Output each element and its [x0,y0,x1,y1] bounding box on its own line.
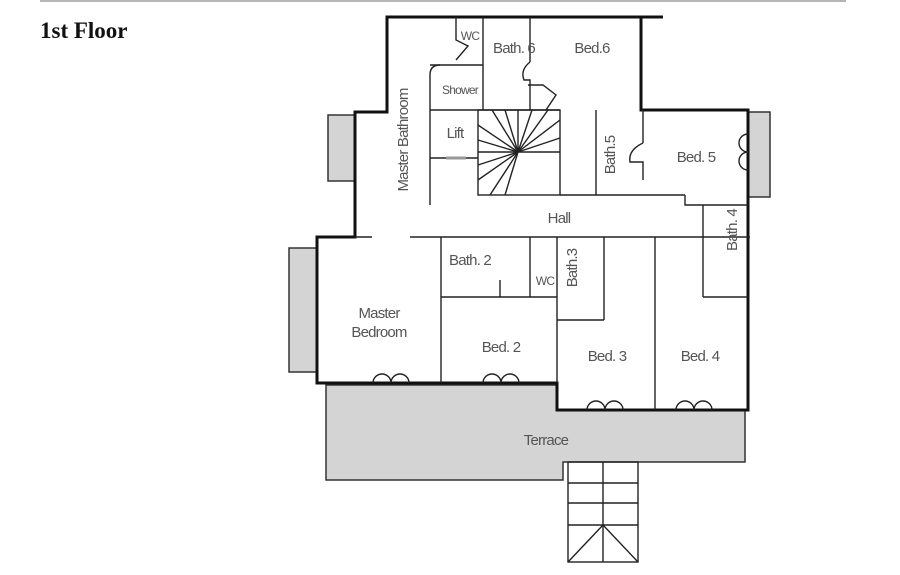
spiral-staircase [477,109,561,196]
room-label-terrace: Terrace [524,432,569,449]
room-label-bed2: Bed. 2 [482,339,521,356]
room-label-bath5: Bath.5 [602,135,619,174]
room-label-bed5: Bed. 5 [677,149,716,166]
windows [372,133,749,411]
room-label-master-bedroom-2: Bedroom [351,324,407,341]
room-label-wc-top: WC [461,29,481,43]
exterior-stairs [567,461,639,563]
room-label-bed3: Bed. 3 [588,348,627,365]
chimney-left [327,114,356,182]
room-label-bed6: Bed.6 [574,40,610,57]
balcony-left [288,247,318,373]
room-label-master-bathroom: Master Bathroom [395,88,412,191]
room-label-hall: Hall [548,210,571,227]
room-label-wc-lower: WC [536,274,556,288]
room-label-bath3: Bath.3 [564,248,581,287]
room-label-bed4: Bed. 4 [681,348,720,365]
room-label-bath6: Bath. 6 [493,40,535,57]
balcony-right [747,111,771,198]
room-label-bath4: Bath. 4 [724,209,741,251]
room-label-lift: Lift [447,125,465,142]
interior-walls [355,17,750,410]
floor-title: 1st Floor [40,18,128,43]
top-divider [40,0,846,2]
room-label-shower: Shower [442,83,479,97]
room-label-master-bedroom-1: Master [358,305,400,322]
exterior-wall [315,15,750,412]
room-label-bath2: Bath. 2 [449,252,491,269]
